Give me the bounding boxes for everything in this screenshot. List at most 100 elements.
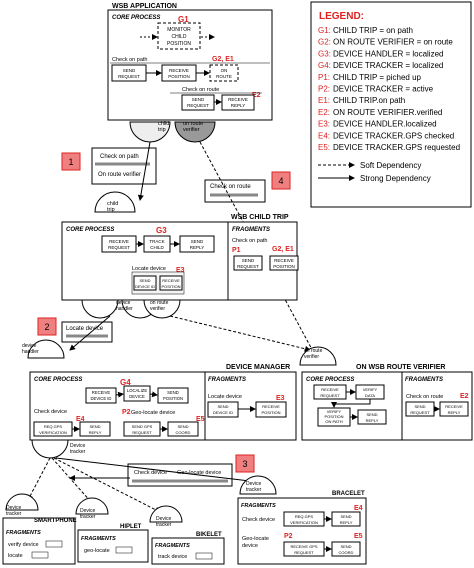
interface-3: Check device Geo-locate device 3 bbox=[127, 454, 255, 487]
legend-text: CHILD TRIP = on path bbox=[333, 26, 413, 35]
svg-text:WSB CHILD TRIP: WSB CHILD TRIP bbox=[231, 214, 289, 221]
svg-text:track device: track device bbox=[158, 554, 187, 560]
svg-text:E2: E2 bbox=[460, 393, 469, 400]
svg-text:SEND: SEND bbox=[366, 412, 377, 417]
svg-text:VERIFICATION: VERIFICATION bbox=[39, 430, 67, 435]
legend-code: E1: bbox=[318, 96, 330, 105]
legend-text: ON ROUTE VERIFIER.verified bbox=[333, 108, 442, 117]
svg-text:REQUEST: REQUEST bbox=[320, 393, 340, 398]
wsb-app-core: CORE PROCESS bbox=[112, 15, 160, 21]
svg-text:REPLY: REPLY bbox=[231, 103, 245, 108]
legend-code: G2: bbox=[318, 38, 331, 47]
svg-text:REPLY: REPLY bbox=[340, 520, 353, 525]
svg-text:FRAGMENTS: FRAGMENTS bbox=[81, 536, 116, 542]
svg-text:ON: ON bbox=[221, 68, 228, 73]
badge-4[interactable] bbox=[271, 171, 291, 190]
svg-text:REQUEST: REQUEST bbox=[108, 245, 130, 250]
svg-text:Check on route: Check on route bbox=[182, 87, 219, 93]
svg-text:VERIFY: VERIFY bbox=[363, 387, 378, 392]
svg-text:FRAGMENTS: FRAGMENTS bbox=[232, 227, 270, 233]
interface-2: 2 Locate device bbox=[37, 317, 113, 343]
badge-3[interactable] bbox=[235, 454, 255, 473]
svg-text:POSITION: POSITION bbox=[167, 41, 191, 47]
svg-text:SEND: SEND bbox=[177, 424, 188, 429]
svg-text:tracker: tracker bbox=[70, 449, 86, 455]
legend-code: P1: bbox=[318, 73, 330, 82]
svg-text:Geo-locate device: Geo-locate device bbox=[131, 410, 175, 416]
svg-text:RECEIVE: RECEIVE bbox=[92, 390, 111, 395]
svg-text:verifier: verifier bbox=[150, 306, 165, 312]
svg-text:E3: E3 bbox=[276, 395, 285, 402]
legend-code: E2: bbox=[318, 108, 330, 117]
svg-text:SEND GPS: SEND GPS bbox=[132, 424, 153, 429]
hiplet: Device tracker HIPLET FRAGMENTS geo-loca… bbox=[75, 497, 149, 563]
svg-text:SEND: SEND bbox=[242, 258, 255, 263]
svg-text:Locate device: Locate device bbox=[208, 394, 242, 400]
svg-text:ON PATH: ON PATH bbox=[325, 419, 342, 424]
svg-text:on route: on route bbox=[304, 348, 323, 354]
svg-text:CORE PROCESS: CORE PROCESS bbox=[34, 377, 82, 383]
badge-1[interactable] bbox=[61, 152, 81, 171]
svg-text:On route verifier: On route verifier bbox=[98, 172, 141, 178]
wsb-child-trip: WSB CHILD TRIP CORE PROCESS G3 RECEIVE R… bbox=[61, 214, 299, 319]
svg-text:Check device: Check device bbox=[134, 470, 167, 476]
svg-text:Device: Device bbox=[70, 443, 86, 449]
svg-text:FRAGMENTS: FRAGMENTS bbox=[405, 377, 443, 383]
svg-text:G2, E1: G2, E1 bbox=[212, 56, 234, 63]
svg-text:HIPLET: HIPLET bbox=[120, 524, 142, 530]
smartphone: Device tracker SMARTPHONE FRAGMENTS veri… bbox=[2, 493, 77, 565]
svg-text:DEVICE ID: DEVICE ID bbox=[91, 396, 112, 401]
svg-text:POSITION: POSITION bbox=[273, 264, 295, 269]
svg-text:CORE PROCESS: CORE PROCESS bbox=[66, 227, 114, 233]
svg-text:tracker: tracker bbox=[80, 514, 96, 520]
svg-text:REQUEST: REQUEST bbox=[118, 74, 140, 79]
svg-text:BIKELET: BIKELET bbox=[196, 532, 222, 538]
svg-text:child: child bbox=[158, 121, 169, 127]
svg-text:REPLY: REPLY bbox=[366, 418, 379, 423]
legend-text: DEVICE TRACKER = active bbox=[333, 85, 434, 94]
svg-text:REQUEST: REQUEST bbox=[294, 550, 314, 555]
svg-text:on route: on route bbox=[183, 121, 203, 127]
svg-text:2: 2 bbox=[44, 322, 49, 332]
svg-text:SEND: SEND bbox=[139, 278, 150, 283]
svg-text:DEVICE: DEVICE bbox=[129, 394, 145, 399]
svg-text:E4: E4 bbox=[354, 505, 363, 512]
legend-code: E3: bbox=[318, 120, 330, 129]
svg-text:geo-locate: geo-locate bbox=[84, 548, 110, 554]
svg-text:tracker: tracker bbox=[156, 522, 172, 528]
svg-text:E5: E5 bbox=[354, 533, 363, 540]
svg-text:RECEIVE: RECEIVE bbox=[228, 97, 248, 102]
svg-text:Check on route: Check on route bbox=[406, 394, 443, 400]
svg-text:Device: Device bbox=[156, 516, 172, 522]
legend-text: DEVICE TRACKER.GPS requested bbox=[333, 143, 460, 152]
svg-text:SMARTPHONE: SMARTPHONE bbox=[34, 518, 77, 524]
legend-code: G4: bbox=[318, 61, 331, 70]
svg-text:RECEIVE: RECEIVE bbox=[321, 387, 339, 392]
svg-text:child: child bbox=[107, 201, 118, 207]
svg-text:Check on route: Check on route bbox=[210, 184, 251, 190]
legend-text: DEVICE TRACKER.GPS checked bbox=[333, 131, 454, 140]
svg-text:3: 3 bbox=[242, 459, 247, 469]
interface-1: 1 Check on path On route verifier bbox=[61, 147, 157, 185]
svg-text:SEND: SEND bbox=[340, 514, 351, 519]
interface-4: Check on route 4 bbox=[204, 171, 291, 203]
legend-code: P2: bbox=[318, 85, 330, 94]
legend-text: CHILD TRIP.on path bbox=[333, 96, 405, 105]
svg-text:verify device: verify device bbox=[8, 542, 39, 548]
svg-text:POSITION: POSITION bbox=[161, 284, 180, 289]
svg-text:RECEIVE: RECEIVE bbox=[445, 404, 463, 409]
svg-text:ROUTE: ROUTE bbox=[216, 74, 232, 79]
svg-text:handler: handler bbox=[22, 349, 39, 355]
legend-code: G1: bbox=[318, 26, 331, 35]
svg-text:device: device bbox=[116, 300, 131, 306]
svg-text:POSITION: POSITION bbox=[168, 74, 190, 79]
svg-text:REQ.GPS: REQ.GPS bbox=[295, 514, 314, 519]
svg-text:G2, E1: G2, E1 bbox=[272, 246, 294, 253]
legend-text: DEVICE HANDLER = localized bbox=[333, 49, 443, 58]
svg-text:Device: Device bbox=[80, 508, 96, 514]
svg-text:on route: on route bbox=[150, 300, 169, 306]
badge-2[interactable] bbox=[37, 317, 57, 336]
bracelet: Device tracker BRACELET FRAGMENTS Check … bbox=[237, 475, 367, 565]
svg-text:REQUEST: REQUEST bbox=[132, 430, 152, 435]
svg-text:trip: trip bbox=[107, 207, 115, 213]
